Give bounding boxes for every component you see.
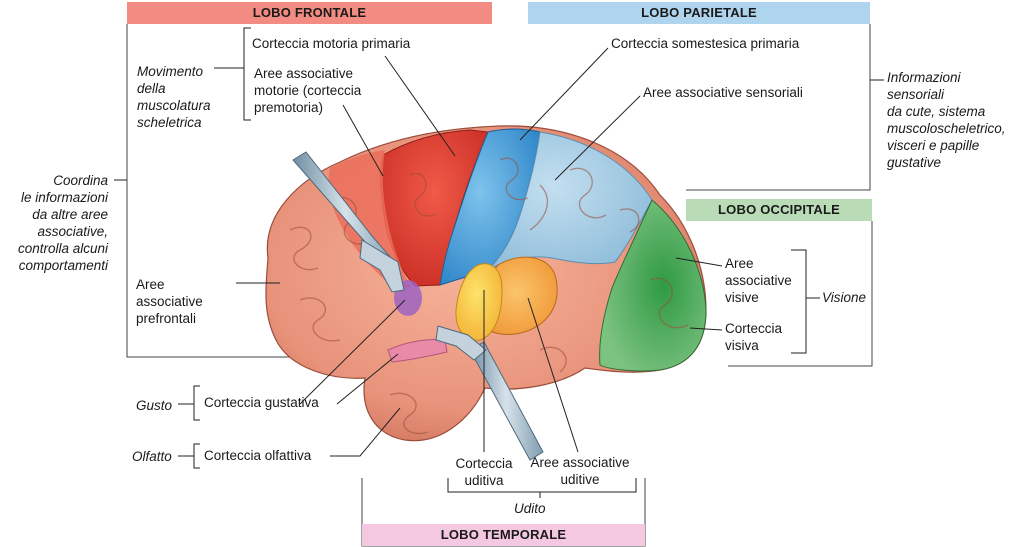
premotor-region [328, 150, 412, 290]
probe-upper [292, 151, 405, 293]
sensory-association-region [487, 131, 653, 271]
leader-visual-assoc [675, 257, 723, 267]
bracket-hearing [447, 478, 637, 493]
vision-function-label: Visione [822, 290, 867, 305]
parietal-lobe-banner: LOBO PARIETALE [528, 2, 870, 24]
visual-association-label: Aree associative visive [725, 256, 792, 305]
leader-olfactory [330, 407, 401, 457]
lobe-frames [126, 24, 873, 547]
auditory-association-label: Aree associative uditive [530, 455, 630, 487]
taste-function-label: Gusto [136, 398, 173, 413]
temporal-lobe-banner: LOBO TEMPORALE [362, 524, 645, 546]
temporal-frame [361, 478, 646, 547]
prefrontal-association-label: Aree associative prefrontali [136, 277, 203, 326]
gustatory-region [387, 339, 448, 363]
leader-lines [114, 47, 884, 498]
gustatory-cortex-label: Corteccia gustativa [204, 395, 319, 410]
leader-auditory-assoc [527, 297, 579, 453]
primary-auditory-region [455, 263, 503, 341]
brain-shape [265, 125, 707, 442]
olfactory-cortex-label: Corteccia olfattiva [204, 448, 312, 463]
bracket-smell [193, 443, 200, 469]
frontal-frame [126, 24, 298, 358]
primary-somatosensory-label: Corteccia somestesica primaria [611, 36, 800, 51]
skeletal-movement-label: Movimento della muscolatura scheletrica [137, 64, 211, 130]
leader-olfactory-upper [299, 299, 406, 405]
occipital-lobe-banner: LOBO OCCIPITALE [686, 199, 872, 221]
leader-sensory-assoc [554, 95, 641, 181]
bracket-motor [243, 27, 251, 121]
sensory-info-label: Informazioni sensoriali da cute, sistema… [887, 70, 1006, 170]
probe-lower [435, 325, 544, 461]
bracket-vision [791, 249, 807, 354]
hearing-function-label: Udito [514, 501, 546, 516]
bracket-taste [193, 385, 200, 421]
leader-gustatory [336, 353, 399, 405]
coordinates-function-label: Coordina le informazioni da altre aree a… [17, 173, 108, 273]
leader-somatosensory [519, 47, 609, 141]
visual-cortex-label: Corteccia visiva [725, 321, 783, 353]
occipital-frame [728, 221, 873, 367]
premotor-cortex-label: Aree associative motorie (corteccia prem… [254, 66, 362, 115]
primary-motor-cortex-label: Corteccia motoria primaria [252, 36, 411, 51]
auditory-cortex-label: Corteccia uditiva [455, 456, 513, 488]
sensory-association-label: Aree associative sensoriali [643, 85, 803, 100]
leader-premotor [342, 104, 384, 177]
parietal-frame [686, 24, 871, 191]
frontal-lobe-banner: LOBO FRONTALE [127, 2, 492, 24]
gyri-lines [289, 157, 689, 435]
brackets [193, 27, 807, 493]
smell-function-label: Olfatto [132, 449, 172, 464]
leader-primary-motor [384, 55, 456, 157]
leader-visual-cortex [689, 327, 723, 331]
